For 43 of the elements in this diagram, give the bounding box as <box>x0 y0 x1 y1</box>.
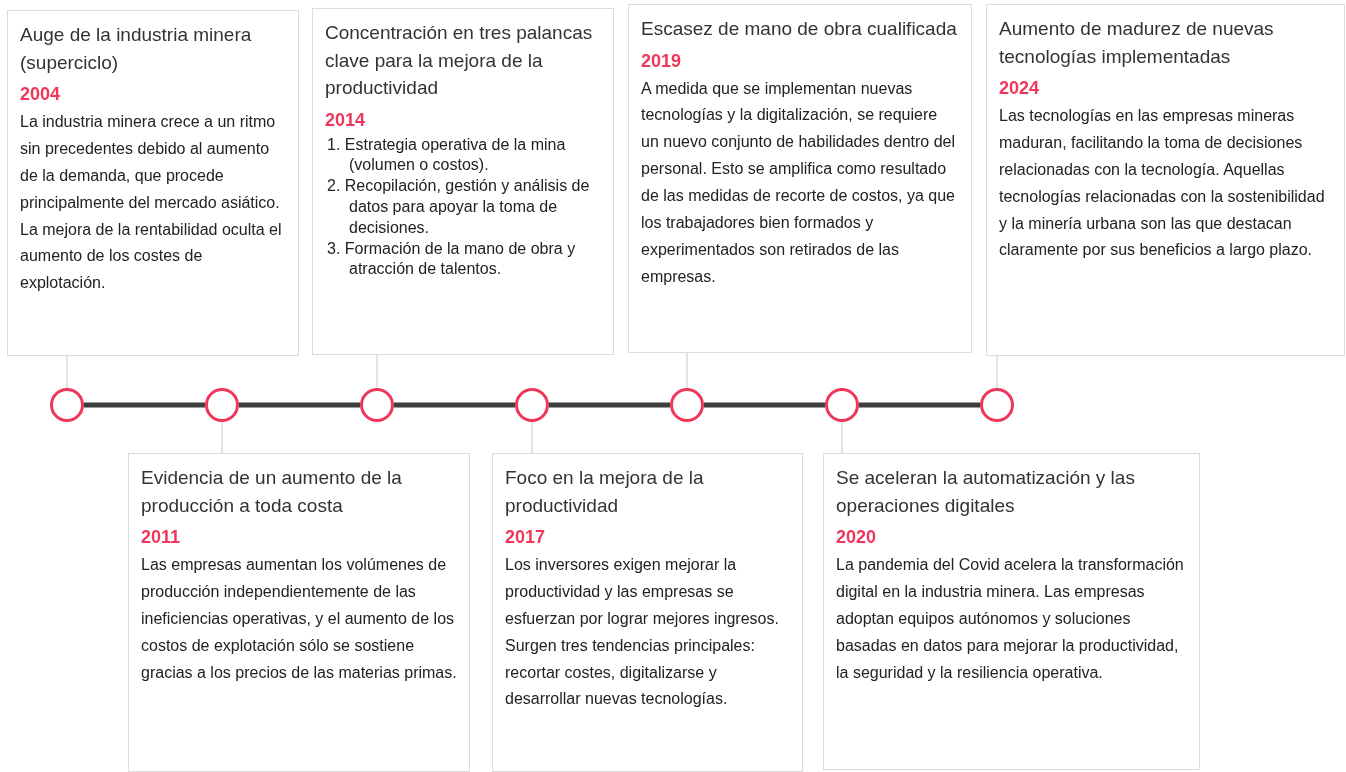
timeline-card <box>128 453 470 772</box>
timeline-card <box>312 8 614 355</box>
card-heading: Evidencia de un aumento de la producción a toda costa <box>141 466 403 518</box>
year-label: 2011 <box>141 527 182 549</box>
timeline-marker <box>825 388 859 422</box>
timeline-line <box>394 402 515 408</box>
timeline-marker <box>515 388 549 422</box>
timeline-marker <box>205 388 239 422</box>
timeline-line <box>859 402 980 408</box>
card-text: A medida que se implementan nuevas tecnologías y la digitalización, se requiere un nuevo conjunto de habilidades dentro del personal. Esto se amplifica como resultado de las medidas de recorte de costos, ya que los trabajadores bien formados y experimentados son retirados de las empresas. <box>641 78 957 287</box>
card-heading: Aumento de madurez de nuevas tecnologías implementadas <box>999 17 1275 69</box>
card-heading: Foco en la mejora de la productividad <box>505 466 705 518</box>
timeline-marker <box>360 388 394 422</box>
timeline-card <box>628 4 972 353</box>
timeline-line <box>549 402 670 408</box>
card-heading: Auge de la industria minera (superciclo) <box>20 23 253 75</box>
timeline-card <box>823 453 1200 770</box>
timeline-card <box>492 453 803 772</box>
timeline-marker <box>980 388 1014 422</box>
card-text: Las empresas aumentan los volúmenes de producción independientemente de las ineficiencias operativas, y el aumento de los costos de explotación sólo se sostiene gracias a los precios de las materias primas. <box>141 555 457 683</box>
timeline-marker <box>670 388 704 422</box>
timeline-line <box>84 402 205 408</box>
list-item: 3. Formación de la mano de obra y atracción de talentos. <box>327 238 577 280</box>
card-text: La industria minera crece a un ritmo sin precedentes debido al aumento de la demanda, que procede principalmente del mercado asiático. La mejora de la rentabilidad oculta el aumento de los costes de explotación. <box>20 112 283 294</box>
year-label: 2014 <box>325 109 367 131</box>
list-item: 1. Estrategia operativa de la mina (volumen o costos). <box>327 134 567 176</box>
timeline-marker <box>50 388 84 422</box>
card-heading: Se aceleran la automatización y las operaciones digitales <box>836 466 1136 518</box>
year-label: 2017 <box>505 527 547 549</box>
year-label: 2019 <box>641 50 683 72</box>
year-label: 2004 <box>20 84 62 106</box>
card-heading: Concentración en tres palancas clave para la mejora de la productividad <box>325 21 594 101</box>
timeline-line <box>239 402 360 408</box>
card-text: Las tecnologías en las empresas mineras maduran, facilitando la toma de decisiones relacionadas con la tecnología. Aquellas tecnologías relacionadas con la sostenibilidad y la minería urbana son las que destacan claramente por sus beneficios a largo plazo. <box>999 106 1326 261</box>
list-item: 2. Recopilación, gestión y análisis de datos para apoyar la toma de decisiones. <box>327 176 591 238</box>
timeline-card <box>986 4 1345 356</box>
year-label: 2024 <box>999 78 1041 100</box>
card-heading: Escasez de mano de obra cualificada <box>641 17 958 41</box>
timeline-card <box>7 10 299 356</box>
card-text: Los inversores exigen mejorar la productividad y las empresas se esfuerzan por lograr mejores ingresos. Surgen tres tendencias principales: recortar costes, digitalizarse y desarrollar nuevas tecnologías. <box>505 555 780 710</box>
card-text: La pandemia del Covid acelera la transformación digital en la industria minera. Las empresas adoptan equipos autónomos y soluciones basadas en datos para mejorar la productividad, la seguridad y la resiliencia operativa. <box>836 555 1185 683</box>
year-label: 2020 <box>836 527 878 549</box>
timeline-line <box>704 402 825 408</box>
